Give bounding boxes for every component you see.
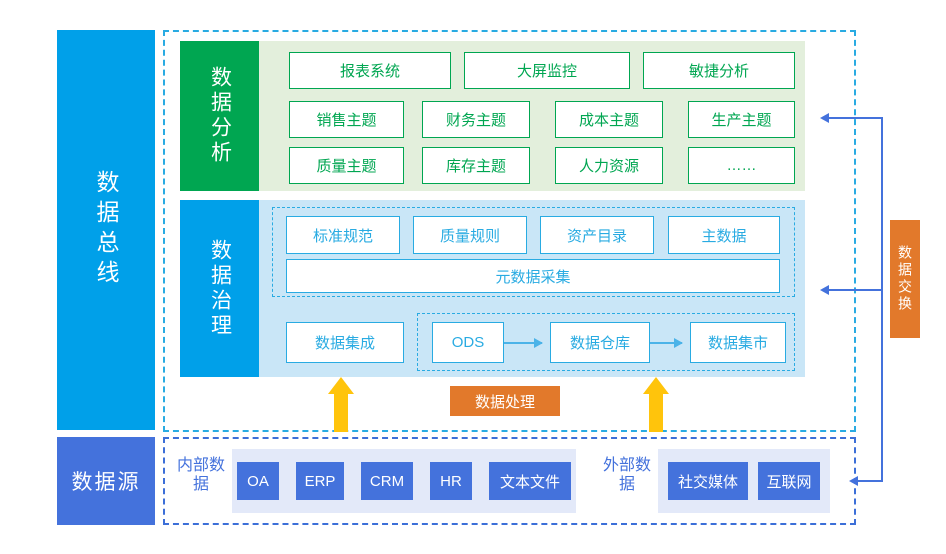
source-chip-hr[interactable]: HR bbox=[430, 462, 472, 500]
internal-data-label: 内部数据 bbox=[176, 457, 225, 493]
exchange-branch-governance bbox=[829, 289, 883, 291]
warehouse-flow-container bbox=[417, 313, 795, 371]
governance-card-data-integration[interactable]: 数据集成 bbox=[286, 322, 404, 363]
analysis-card-human-resources[interactable]: 人力资源 bbox=[555, 147, 663, 184]
governance-card-asset-catalog[interactable]: 资产目录 bbox=[540, 216, 654, 254]
source-chip-oa[interactable]: OA bbox=[237, 462, 279, 500]
exchange-branch-source bbox=[858, 480, 883, 482]
arrow-up-left-shaft bbox=[334, 393, 348, 432]
arrow-up-right bbox=[643, 377, 669, 432]
analysis-card-finance-theme[interactable]: 财务主题 bbox=[422, 101, 530, 138]
platform-container bbox=[163, 30, 856, 432]
analysis-side-label-box: 数据分析 bbox=[180, 41, 259, 191]
data-exchange-box[interactable]: 数据交换 bbox=[890, 220, 920, 338]
source-chip-text-file[interactable]: 文本文件 bbox=[489, 462, 571, 500]
analysis-card-agile-analysis[interactable]: 敏捷分析 bbox=[643, 52, 795, 89]
external-data-label: 外部数据 bbox=[602, 457, 651, 493]
governance-card-standard-spec[interactable]: 标准规范 bbox=[286, 216, 400, 254]
data-processing-box[interactable]: 数据处理 bbox=[450, 386, 560, 416]
arrow-up-right-head bbox=[643, 377, 669, 394]
governance-side-label-box: 数据治理 bbox=[180, 200, 259, 377]
source-chip-social-media[interactable]: 社交媒体 bbox=[668, 462, 748, 500]
analysis-card-more[interactable]: …… bbox=[688, 147, 795, 184]
data-source-column: 数据源 bbox=[57, 437, 155, 525]
data-bus-column: 数据总线 bbox=[57, 30, 155, 430]
governance-side-label: 数据治理 bbox=[208, 238, 232, 339]
analysis-card-big-screen-monitor[interactable]: 大屏监控 bbox=[464, 52, 630, 89]
analysis-card-cost-theme[interactable]: 成本主题 bbox=[555, 101, 663, 138]
data-exchange-label: 数据交换 bbox=[897, 245, 913, 313]
data-bus-label: 数据总线 bbox=[93, 170, 119, 290]
analysis-card-quality-theme[interactable]: 质量主题 bbox=[289, 147, 404, 184]
analysis-card-sales-theme[interactable]: 销售主题 bbox=[289, 101, 404, 138]
arrow-up-left bbox=[328, 377, 354, 432]
exchange-arrow-source bbox=[849, 476, 858, 486]
governance-card-quality-rules[interactable]: 质量规则 bbox=[413, 216, 527, 254]
arrow-up-right-shaft bbox=[649, 393, 663, 432]
exchange-arrow-analysis bbox=[820, 113, 829, 123]
governance-card-metadata-collection[interactable]: 元数据采集 bbox=[286, 259, 780, 293]
governance-card-master-data[interactable]: 主数据 bbox=[668, 216, 780, 254]
warehouse-node-ods[interactable]: ODS bbox=[432, 322, 504, 363]
data-source-label: 数据源 bbox=[71, 471, 141, 494]
exchange-arrow-governance bbox=[820, 285, 829, 295]
arrow-ods-to-warehouse bbox=[504, 338, 543, 348]
analysis-card-inventory-theme[interactable]: 库存主题 bbox=[422, 147, 530, 184]
warehouse-node-data-warehouse[interactable]: 数据仓库 bbox=[550, 322, 650, 363]
arrow-warehouse-to-mart bbox=[650, 338, 683, 348]
source-chip-erp[interactable]: ERP bbox=[296, 462, 344, 500]
analysis-card-production-theme[interactable]: 生产主题 bbox=[688, 101, 795, 138]
exchange-branch-analysis bbox=[829, 117, 883, 119]
source-chip-crm[interactable]: CRM bbox=[361, 462, 413, 500]
arrow-up-left-head bbox=[328, 377, 354, 394]
analysis-side-label: 数据分析 bbox=[208, 66, 232, 166]
source-chip-internet[interactable]: 互联网 bbox=[758, 462, 820, 500]
analysis-card-report-system[interactable]: 报表系统 bbox=[289, 52, 451, 89]
exchange-trunk-line bbox=[881, 117, 883, 482]
metadata-group-container bbox=[272, 207, 795, 297]
warehouse-node-data-mart[interactable]: 数据集市 bbox=[690, 322, 786, 363]
